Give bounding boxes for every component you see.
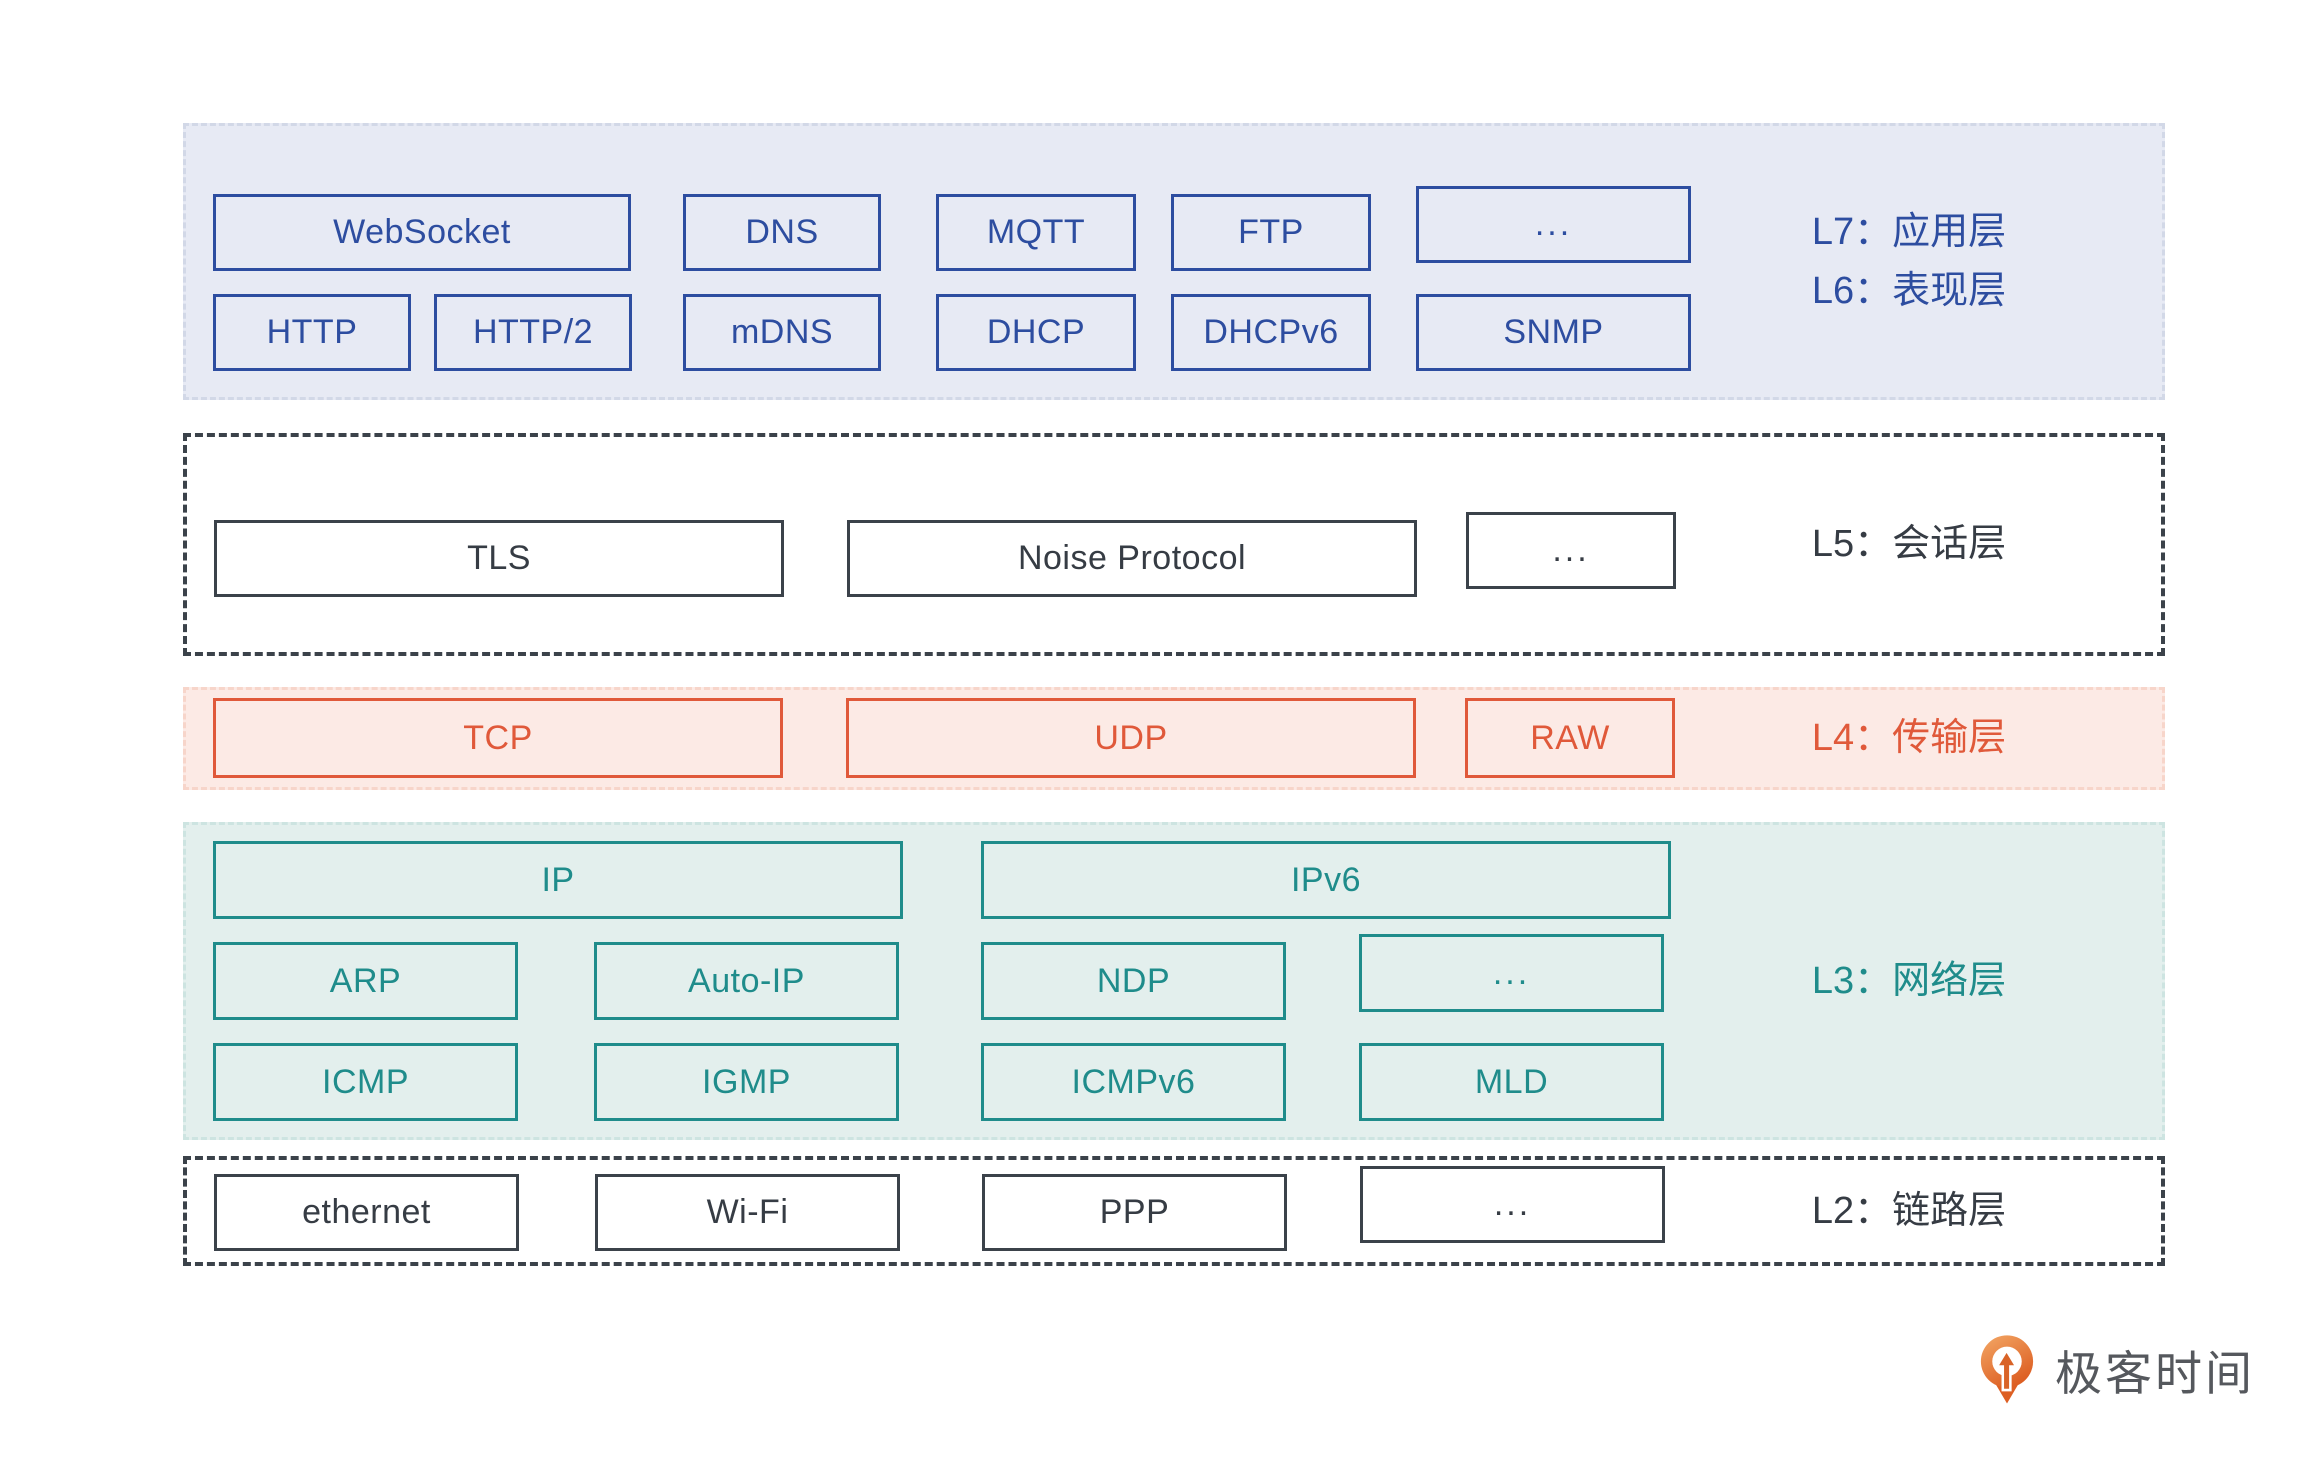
protocol-box-ellipsis-session: ... [1466, 512, 1676, 589]
protocol-box-dhcp: DHCP [936, 294, 1136, 371]
protocol-box-udp: UDP [846, 698, 1416, 778]
protocol-box-raw: RAW [1465, 698, 1675, 778]
layer-band-l7-l6: WebSocket DNS MQTT FTP ... HTTP HTTP/2 m… [183, 123, 2165, 400]
geektime-logo-icon [1980, 1335, 2034, 1404]
protocol-box-wifi: Wi-Fi [595, 1174, 900, 1251]
protocol-box-auto-ip: Auto-IP [594, 942, 899, 1020]
link-row: ethernet Wi-Fi PPP ... [214, 1166, 1697, 1251]
protocol-box-arp: ARP [213, 942, 518, 1020]
layer-band-l4: TCP UDP RAW L4：传输层 [183, 687, 2165, 790]
app-row-2: HTTP HTTP/2 mDNS DHCP DHCPv6 SNMP [213, 294, 1696, 371]
layer-band-l2: ethernet Wi-Fi PPP ... L2：链路层 [183, 1156, 2165, 1266]
transport-row: TCP UDP RAW [213, 698, 1696, 778]
protocol-box-icmpv6: ICMPv6 [981, 1043, 1286, 1121]
protocol-box-igmp: IGMP [594, 1043, 899, 1121]
protocol-boxes-l4: TCP UDP RAW [186, 690, 1696, 787]
layer-label-l4: L4：传输层 [1811, 717, 2007, 760]
protocol-box-ellipsis-network: ... [1359, 934, 1664, 1012]
protocol-box-http: HTTP [213, 294, 411, 371]
layer-label-l6: L6：表现层 [1811, 269, 2007, 312]
protocol-box-tcp: TCP [213, 698, 783, 778]
layer-band-l3: IP IPv6 ARP Auto-IP NDP ... ICMP IGMP IC… [183, 822, 2165, 1140]
protocol-box-noise-protocol: Noise Protocol [847, 520, 1417, 597]
protocol-boxes-l5: TLS Noise Protocol ... [187, 437, 1697, 652]
protocol-box-ndp: NDP [981, 942, 1286, 1020]
layer-label-l2: L2：链路层 [1811, 1189, 2007, 1232]
protocol-box-tls: TLS [214, 520, 784, 597]
protocol-box-dns: DNS [683, 194, 881, 271]
layer-label-l7: L7：应用层 [1811, 210, 2007, 253]
geektime-logo: 极客时间 [1975, 1332, 2255, 1406]
protocol-boxes-l7-l6: WebSocket DNS MQTT FTP ... HTTP HTTP/2 m… [186, 126, 1696, 397]
protocol-boxes-l2: ethernet Wi-Fi PPP ... [187, 1160, 1697, 1262]
protocol-box-icmp: ICMP [213, 1043, 518, 1121]
network-row-1: IP IPv6 [213, 841, 1696, 919]
protocol-box-http2: HTTP/2 [434, 294, 632, 371]
protocol-box-snmp: SNMP [1416, 294, 1691, 371]
protocol-box-mqtt: MQTT [936, 194, 1136, 271]
protocol-box-mld: MLD [1359, 1043, 1664, 1121]
protocol-box-websocket: WebSocket [213, 194, 631, 271]
protocol-box-ellipsis-app: ... [1416, 186, 1691, 263]
protocol-box-ip: IP [213, 841, 903, 919]
layer-band-l5: TLS Noise Protocol ... L5：会话层 [183, 433, 2165, 656]
protocol-box-dhcpv6: DHCPv6 [1171, 294, 1371, 371]
protocol-box-ppp: PPP [982, 1174, 1287, 1251]
network-row-2: ARP Auto-IP NDP ... [213, 934, 1696, 1020]
network-row-3: ICMP IGMP ICMPv6 MLD [213, 1043, 1696, 1121]
protocol-box-ftp: FTP [1171, 194, 1371, 271]
geektime-logo-text: 极客时间 [2055, 1346, 2255, 1400]
layer-label-l3: L3：网络层 [1811, 959, 2007, 1002]
protocol-boxes-l3: IP IPv6 ARP Auto-IP NDP ... ICMP IGMP IC… [186, 825, 1696, 1137]
layer-label-l7-l6: L7：应用层 L6：表现层 [1696, 126, 2162, 397]
protocol-box-ellipsis-link: ... [1360, 1166, 1665, 1243]
protocol-stack-diagram: WebSocket DNS MQTT FTP ... HTTP HTTP/2 m… [183, 123, 2165, 1266]
session-row: TLS Noise Protocol ... [214, 512, 1697, 597]
layer-label-l5: L5：会话层 [1811, 523, 2007, 566]
app-row-1: WebSocket DNS MQTT FTP ... [213, 186, 1696, 271]
protocol-box-mdns: mDNS [683, 294, 881, 371]
protocol-box-ethernet: ethernet [214, 1174, 519, 1251]
protocol-box-ipv6: IPv6 [981, 841, 1671, 919]
